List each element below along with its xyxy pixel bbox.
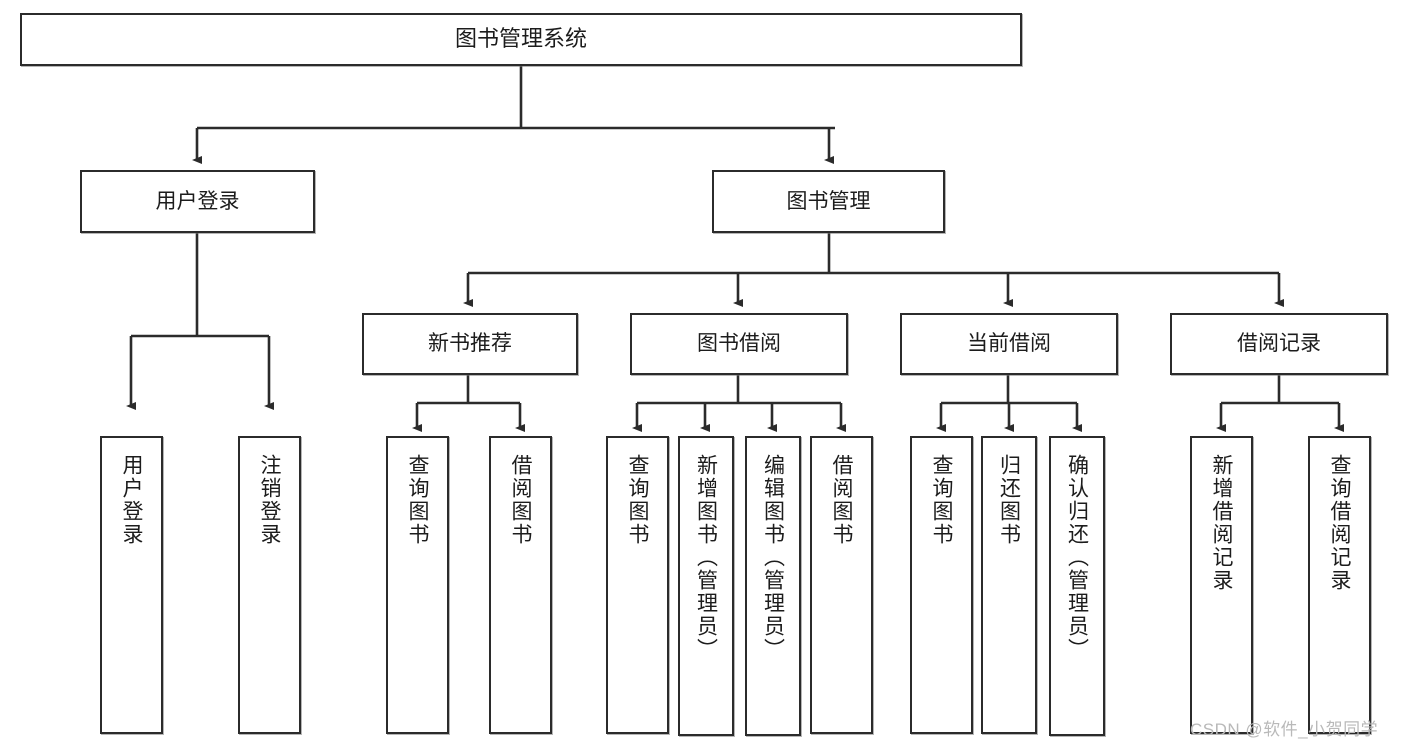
leaf-current-borrow-query[interactable]: 查询图书: [910, 436, 973, 734]
leaf-book-borrow-edit[interactable]: 编辑图书（管理员）: [745, 436, 801, 736]
leaf-borrow-record-query-label: 查询借阅记录: [1328, 454, 1351, 592]
leaf-book-borrow-query-label: 查询图书: [626, 454, 649, 546]
leaf-book-borrow-borrow-label: 借阅图书: [830, 454, 853, 546]
node-book-borrow-label: 图书借阅: [697, 332, 781, 356]
leaf-new-book-query[interactable]: 查询图书: [386, 436, 449, 734]
leaf-current-borrow-return-label: 归还图书: [997, 454, 1021, 546]
leaf-current-borrow-return[interactable]: 归还图书: [981, 436, 1037, 734]
node-root-label: 图书管理系统: [454, 26, 587, 52]
leaf-borrow-record-query[interactable]: 查询借阅记录: [1308, 436, 1371, 734]
leaf-current-borrow-query-label: 查询图书: [930, 454, 953, 546]
leaf-new-book-query-label: 查询图书: [406, 454, 429, 546]
leaf-new-book-borrow-label: 借阅图书: [509, 454, 532, 546]
watermark: CSDN @软件_小贺同学: [1190, 720, 1379, 739]
leaf-book-borrow-query[interactable]: 查询图书: [606, 436, 669, 734]
leaf-borrow-record-add[interactable]: 新增借阅记录: [1190, 436, 1253, 734]
leaf-new-book-borrow[interactable]: 借阅图书: [489, 436, 552, 734]
leaf-user-login-logout-label: 注销登录: [258, 454, 281, 546]
node-borrow-record-label: 借阅记录: [1237, 332, 1321, 356]
leaf-book-borrow-add-label: 新增图书（管理员）: [694, 454, 718, 661]
node-user-login-label: 用户登录: [155, 189, 240, 213]
leaf-borrow-record-add-label: 新增借阅记录: [1210, 454, 1233, 592]
node-current-borrow[interactable]: 当前借阅: [900, 313, 1118, 375]
node-book-borrow[interactable]: 图书借阅: [630, 313, 848, 375]
node-book-management[interactable]: 图书管理: [712, 170, 945, 233]
leaf-user-login-login-label: 用户登录: [120, 454, 143, 546]
node-new-book-recommend-label: 新书推荐: [428, 332, 512, 356]
leaf-current-borrow-confirm[interactable]: 确认归还（管理员）: [1049, 436, 1105, 736]
leaf-book-borrow-edit-label: 编辑图书（管理员）: [761, 454, 785, 661]
node-new-book-recommend[interactable]: 新书推荐: [362, 313, 578, 375]
node-borrow-record[interactable]: 借阅记录: [1170, 313, 1388, 375]
leaf-book-borrow-add[interactable]: 新增图书（管理员）: [678, 436, 734, 736]
node-current-borrow-label: 当前借阅: [967, 332, 1051, 356]
leaf-user-login-logout[interactable]: 注销登录: [238, 436, 301, 734]
leaf-current-borrow-confirm-label: 确认归还（管理员）: [1065, 454, 1089, 661]
node-root[interactable]: 图书管理系统: [20, 13, 1022, 66]
node-user-login[interactable]: 用户登录: [80, 170, 315, 233]
leaf-user-login-login[interactable]: 用户登录: [100, 436, 163, 734]
leaf-book-borrow-borrow[interactable]: 借阅图书: [810, 436, 873, 734]
node-book-management-label: 图书管理: [786, 189, 871, 213]
